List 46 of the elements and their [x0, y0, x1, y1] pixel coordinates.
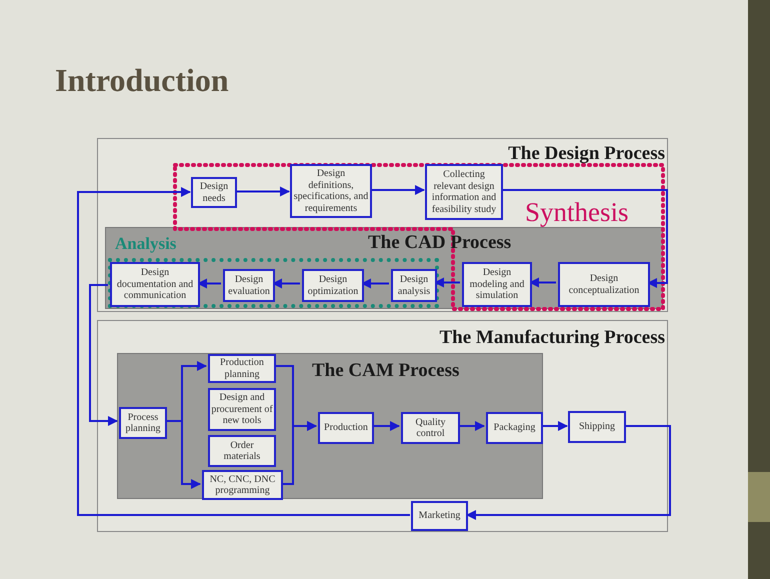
panel-title: The CAD Process	[368, 232, 512, 254]
arrow	[272, 278, 300, 288]
process-panel	[97, 138, 668, 312]
process-box: Process planning	[119, 407, 167, 439]
process-box: Design optimization	[302, 269, 364, 302]
arrow	[197, 278, 221, 288]
process-box: Design needs	[191, 177, 237, 208]
region-title: Analysis	[115, 234, 176, 254]
arrow	[434, 278, 460, 288]
arrow	[372, 421, 400, 431]
process-box: Design analysis	[391, 269, 437, 302]
process-box: Design conceptualization	[558, 262, 650, 307]
arrow	[361, 278, 389, 288]
process-panel	[105, 227, 663, 309]
panel-title: The Design Process	[508, 143, 665, 165]
process-box: Collecting relevant design information and feasibility study	[425, 164, 503, 220]
process-box: Shipping	[568, 411, 626, 443]
process-panel	[117, 353, 543, 499]
panel-title: The CAM Process	[312, 360, 460, 382]
process-box: Design documentation and communication	[110, 262, 200, 307]
arrow	[236, 186, 290, 196]
process-box: Production	[318, 412, 374, 444]
process-box: Production planning	[208, 354, 276, 383]
slide-title: Introduction	[55, 62, 229, 99]
arrow	[502, 189, 668, 288]
process-box: Marketing	[411, 501, 468, 531]
arrow	[281, 421, 317, 485]
process-box: Quality control	[401, 412, 460, 444]
arrow	[371, 185, 425, 195]
panel-title: The Manufacturing Process	[439, 327, 665, 349]
process-box: Packaging	[486, 412, 543, 444]
arrow	[77, 187, 410, 516]
process-box: Design evaluation	[223, 269, 275, 302]
process-box: Order materials	[208, 435, 276, 467]
arrow	[541, 421, 568, 431]
arrow	[466, 425, 671, 520]
arrow	[458, 421, 485, 431]
process-panel	[97, 320, 668, 532]
process-box: Design modeling and simulation	[462, 262, 532, 307]
process-box: NC, CNC, DNC programming	[202, 470, 283, 500]
arrow	[529, 278, 556, 288]
arrow	[165, 420, 201, 489]
process-box: Design and procurement of new tools	[208, 388, 276, 431]
region-title: Synthesis	[525, 197, 629, 228]
arrow	[89, 284, 118, 426]
process-box: Design definitions, specifications, and requirements	[290, 164, 372, 218]
